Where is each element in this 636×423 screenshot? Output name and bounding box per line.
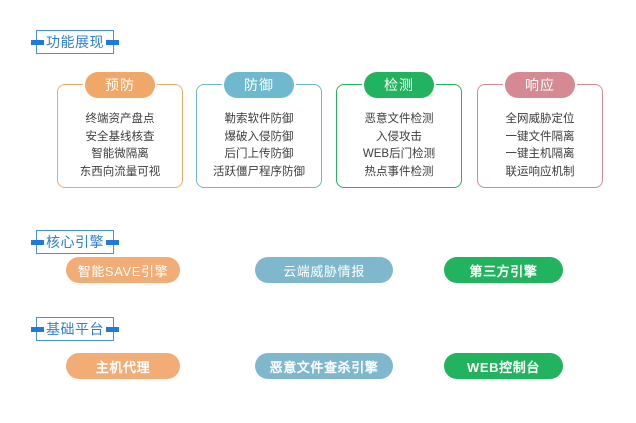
dash-right-icon <box>106 239 119 245</box>
list-item: WEB后门检测 <box>362 148 436 160</box>
list-item: 后门上传防御 <box>224 148 294 160</box>
list-item: 热点事件检测 <box>364 165 434 178</box>
list-item: 智能微隔离 <box>91 148 149 160</box>
pill-label: 恶意文件查杀引擎 <box>269 359 379 375</box>
section-header-box: 基础平台 <box>31 317 119 341</box>
section-header-box: 功能展现 <box>31 30 119 54</box>
card-badge-defense: 防御 <box>224 72 294 98</box>
feature-card-defense[interactable]: 防御 勒索软件防御 爆破入侵防御 后门上传防御 活跃僵尸程序防御 <box>196 72 322 188</box>
list-item: 活跃僵尸程序防御 <box>213 165 305 178</box>
card-badge-prevention: 预防 <box>85 72 155 98</box>
card-item-list: 勒索软件防御 爆破入侵防御 后门上传防御 活跃僵尸程序防御 <box>197 111 321 181</box>
card-item-list: 全网威胁定位 一键文件隔离 一键主机隔离 联运响应机制 <box>478 111 602 181</box>
list-item: 一键文件隔离 <box>505 130 575 143</box>
pill-label: 第三方引擎 <box>469 263 538 279</box>
list-item: 爆破入侵防御 <box>224 130 294 143</box>
card-badge-response: 响应 <box>505 72 575 98</box>
pill-web-console[interactable]: WEB控制台 <box>444 353 563 379</box>
section-header-features: 功能展现 <box>31 29 119 55</box>
feature-card-detection[interactable]: 检测 恶意文件检测 入侵攻击 WEB后门检测 热点事件检测 <box>336 72 462 188</box>
list-item: 恶意文件检测 <box>364 113 434 125</box>
pill-label: 主机代理 <box>95 359 151 375</box>
section-header-core-engine: 核心引擎 <box>31 229 119 255</box>
list-item: 东西向流量可视 <box>79 165 161 178</box>
feature-card-response[interactable]: 响应 全网威胁定位 一键文件隔离 一键主机隔离 联运响应机制 <box>477 72 603 188</box>
pill-label: 云端威胁情报 <box>283 263 365 279</box>
pill-cloud-threat-intel[interactable]: 云端威胁情报 <box>255 257 393 283</box>
section-title-features: 功能展现 <box>46 34 104 50</box>
dash-left-icon <box>31 39 44 45</box>
list-item: 入侵攻击 <box>376 130 422 143</box>
pill-host-agent[interactable]: 主机代理 <box>66 353 180 379</box>
dash-left-icon <box>31 326 44 332</box>
dash-right-icon <box>106 326 119 332</box>
pill-save-engine[interactable]: 智能SAVE引擎 <box>66 257 180 283</box>
section-title-core-engine: 核心引擎 <box>46 234 104 250</box>
list-item: 安全基线核查 <box>85 130 155 143</box>
feature-card-prevention[interactable]: 预防 终端资产盘点 安全基线核查 智能微隔离 东西向流量可视 <box>57 72 183 188</box>
pill-label: WEB控制台 <box>467 359 540 375</box>
dash-left-icon <box>31 239 44 245</box>
card-item-list: 恶意文件检测 入侵攻击 WEB后门检测 热点事件检测 <box>337 111 461 181</box>
section-header-box: 核心引擎 <box>31 230 119 254</box>
card-item-list: 终端资产盘点 安全基线核查 智能微隔离 东西向流量可视 <box>58 111 182 181</box>
pill-third-party-engine[interactable]: 第三方引擎 <box>444 257 563 283</box>
card-badge-detection: 检测 <box>364 72 434 98</box>
list-item: 联运响应机制 <box>505 165 575 178</box>
section-header-base-platform: 基础平台 <box>31 316 119 342</box>
list-item: 勒索软件防御 <box>224 113 294 125</box>
list-item: 一键主机隔离 <box>505 148 575 160</box>
pill-malware-scan-engine[interactable]: 恶意文件查杀引擎 <box>255 353 393 379</box>
pill-label: 智能SAVE引擎 <box>77 263 169 279</box>
list-item: 终端资产盘点 <box>85 113 155 125</box>
section-title-base-platform: 基础平台 <box>46 321 104 337</box>
list-item: 全网威胁定位 <box>505 113 575 125</box>
dash-right-icon <box>106 39 119 45</box>
